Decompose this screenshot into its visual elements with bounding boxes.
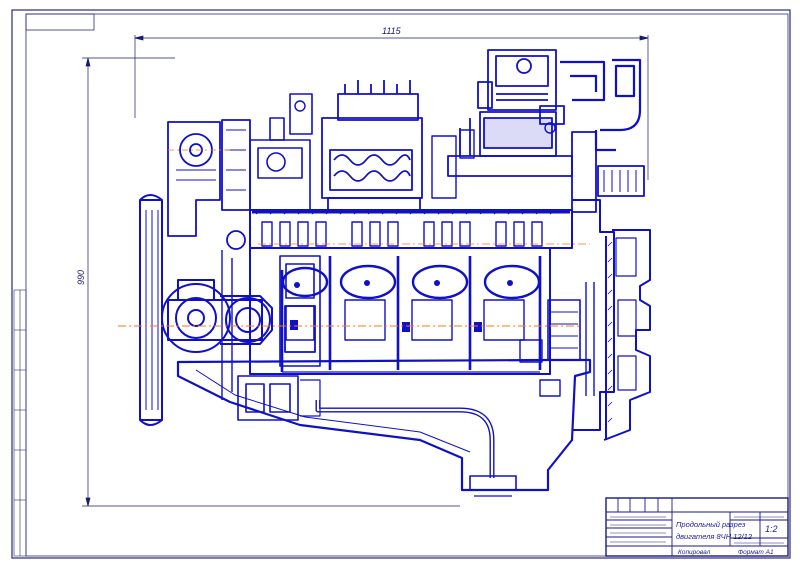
turbocharger-right	[571, 131, 645, 213]
front-fan-blades	[139, 194, 163, 426]
sheet-format-label: Формат А1	[738, 549, 774, 556]
title-block	[605, 497, 789, 557]
starter-housing	[279, 255, 321, 367]
corner-stamp	[25, 13, 95, 31]
oil-pump-assembly	[237, 375, 321, 421]
drawing-scale: 1:2	[765, 524, 778, 534]
sheet-inner-border	[25, 13, 789, 557]
front-timing-cover	[167, 119, 251, 237]
water-pump-pulley	[161, 279, 273, 353]
height-dimension	[82, 57, 460, 507]
width-dimension	[134, 35, 649, 180]
fittings	[294, 100, 561, 397]
thermostat-wheel	[226, 230, 246, 250]
front-crank-pulley	[221, 250, 271, 400]
copied-by-label: Копировал	[678, 549, 711, 556]
drawing-title-line1: Продольный разрез	[676, 520, 746, 529]
fuel-filter	[447, 111, 573, 177]
width-dimension-label: 1115	[382, 26, 402, 36]
deck-hatching	[255, 209, 557, 215]
title-block-fill	[610, 516, 784, 544]
oil-sump	[176, 358, 592, 492]
flywheel-housing	[572, 199, 651, 441]
camshaft-lobes	[261, 221, 543, 247]
oil-strainer	[469, 475, 517, 491]
flywheel-hatching	[607, 241, 613, 423]
rocker-cover-left	[249, 93, 313, 211]
engine-cross-section	[139, 49, 651, 497]
fuel-injection-pump	[321, 80, 423, 211]
left-margin-strip	[13, 289, 27, 557]
crank-throws	[280, 256, 542, 373]
sheet-border	[11, 9, 791, 559]
rear-crank-seal	[547, 299, 581, 361]
height-dimension-label: 990	[76, 270, 86, 285]
cylinder-liners	[281, 264, 541, 300]
drawing-title-line2: двигателя 8ЧН 12/12	[676, 532, 753, 541]
